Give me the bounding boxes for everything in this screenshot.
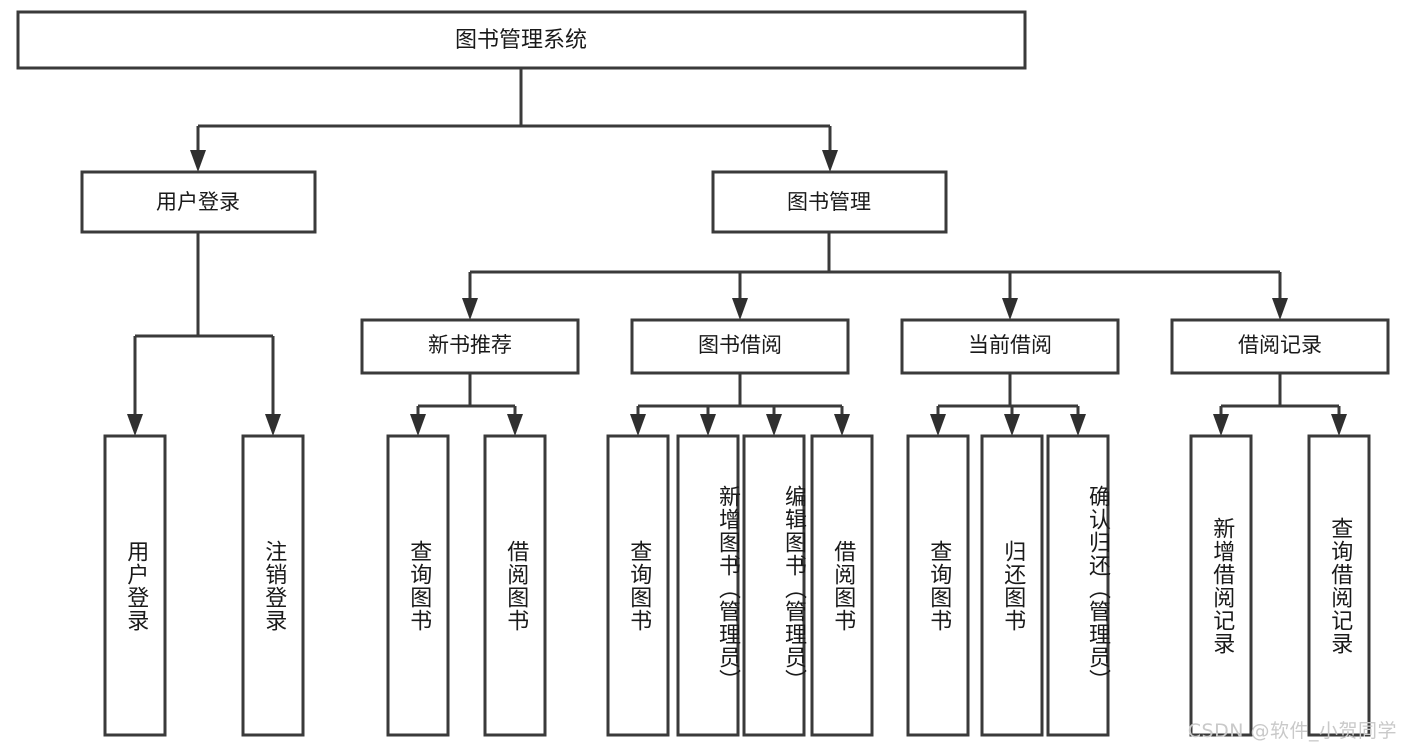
leaf-box-logout-login[interactable] bbox=[241, 434, 305, 737]
arrow-to-leaf-query-book-3 bbox=[930, 414, 946, 436]
leaf-box-user-login[interactable] bbox=[103, 434, 167, 737]
arrow-to-leaf-borrow-book-1 bbox=[507, 414, 523, 436]
node-new-book-recommend[interactable]: 新书推荐 bbox=[360, 318, 580, 375]
arrow-to-leaf-confirm-return bbox=[1070, 414, 1086, 436]
arrow-to-leaf-add-book bbox=[700, 414, 716, 436]
arrow-to-leaf-query-book-2 bbox=[630, 414, 646, 436]
leaf-box-borrow-book-2[interactable] bbox=[810, 434, 874, 737]
leaf-box-query-book-3[interactable] bbox=[906, 434, 970, 737]
arrow-to-current-borrow bbox=[1002, 298, 1018, 320]
leaf-box-add-record[interactable] bbox=[1189, 434, 1253, 737]
node-new-book-recommend-box bbox=[360, 318, 580, 375]
node-new-book-recommend-label: 新书推荐 bbox=[428, 333, 512, 357]
connector-borrow-record-to-leaves bbox=[1213, 373, 1347, 436]
arrow-to-leaf-borrow-book-2 bbox=[834, 414, 850, 436]
arrow-to-leaf-logout-login bbox=[265, 414, 281, 436]
node-user-login-box bbox=[80, 170, 317, 234]
connector-current-borrow-to-leaves bbox=[930, 373, 1086, 436]
node-root-book-management-system[interactable]: 图书管理系统 bbox=[16, 10, 1027, 70]
node-user-login[interactable]: 用户登录 bbox=[80, 170, 317, 234]
connector-user-login-to-leaves bbox=[127, 232, 281, 436]
connector-root-to-level2 bbox=[190, 68, 838, 172]
arrow-to-new-book-recommend bbox=[462, 298, 478, 320]
arrow-to-borrow-record bbox=[1272, 298, 1288, 320]
leaf-box-query-book-1[interactable] bbox=[386, 434, 450, 737]
leaf-box-query-book-2[interactable] bbox=[606, 434, 670, 737]
arrow-to-leaf-add-record bbox=[1213, 414, 1229, 436]
node-book-manage-label: 图书管理 bbox=[787, 190, 871, 214]
node-current-borrow-label: 当前借阅 bbox=[968, 333, 1052, 357]
csdn-watermark: CSDN @软件_小贺同学 bbox=[1187, 720, 1397, 742]
node-book-borrow-label: 图书借阅 bbox=[698, 333, 782, 357]
arrow-to-user-login bbox=[190, 150, 206, 172]
connector-book-borrow-to-leaves bbox=[630, 373, 850, 436]
arrow-to-book-manage bbox=[822, 150, 838, 172]
node-root-label: 图书管理系统 bbox=[455, 28, 587, 53]
node-book-borrow[interactable]: 图书借阅 bbox=[630, 318, 850, 375]
node-book-manage[interactable]: 图书管理 bbox=[711, 170, 948, 234]
arrow-to-leaf-query-record bbox=[1331, 414, 1347, 436]
leaf-box-query-record[interactable] bbox=[1307, 434, 1371, 737]
node-borrow-record[interactable]: 借阅记录 bbox=[1170, 318, 1390, 375]
node-root-box bbox=[16, 10, 1027, 70]
node-current-borrow[interactable]: 当前借阅 bbox=[900, 318, 1120, 375]
leaf-box-add-book[interactable] bbox=[676, 434, 740, 737]
leaf-box-return-book[interactable] bbox=[980, 434, 1044, 737]
connector-new-book-recommend-to-leaves bbox=[410, 373, 523, 436]
leaf-box-edit-book[interactable] bbox=[742, 434, 806, 737]
arrow-to-book-borrow bbox=[732, 298, 748, 320]
leaf-box-confirm-return[interactable] bbox=[1046, 434, 1110, 737]
arrow-to-leaf-return-book bbox=[1004, 414, 1020, 436]
node-user-login-label: 用户登录 bbox=[156, 190, 240, 214]
node-borrow-record-label: 借阅记录 bbox=[1238, 333, 1322, 357]
leaf-box-borrow-book-1[interactable] bbox=[483, 434, 547, 737]
node-current-borrow-box bbox=[900, 318, 1120, 375]
arrow-to-leaf-query-book-1 bbox=[410, 414, 426, 436]
connector-book-manage-to-level3 bbox=[462, 232, 1288, 320]
arrow-to-leaf-user-login bbox=[127, 414, 143, 436]
arrow-to-leaf-edit-book bbox=[766, 414, 782, 436]
